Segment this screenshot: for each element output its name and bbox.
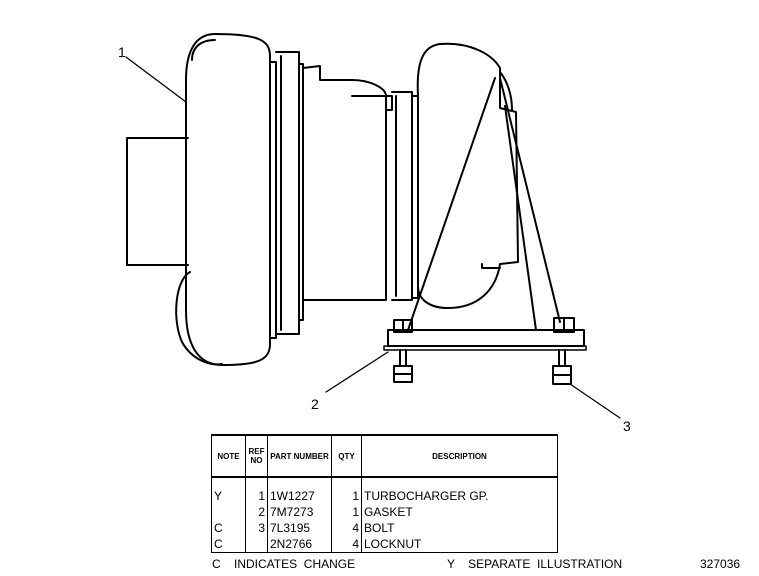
- callout-1: 1: [118, 44, 126, 60]
- cell-part-number: 7M7273: [267, 504, 332, 520]
- header-note: NOTE: [211, 434, 246, 478]
- header-ref-no: REF NO: [245, 434, 268, 478]
- cell-ref: 2: [245, 504, 268, 520]
- cell-qty: 4: [331, 536, 362, 553]
- cell-description: GASKET: [361, 504, 558, 520]
- cell-description: BOLT: [361, 520, 558, 536]
- legend-separate-illustration: Y SEPARATE ILLUSTRATION: [447, 557, 623, 571]
- turbine-flange: [385, 91, 419, 301]
- cell-part-number: 1W1227: [267, 477, 332, 504]
- center-housing: [302, 65, 387, 301]
- figure-number: 327036: [700, 557, 741, 571]
- header-qty: QTY: [331, 434, 362, 478]
- cell-ref: [245, 536, 268, 553]
- cell-ref: 3: [245, 520, 268, 536]
- cell-note: [211, 504, 246, 520]
- cell-qty: 1: [331, 477, 362, 504]
- cell-part-number: 7L3195: [267, 520, 332, 536]
- header-part-number: PART NUMBER: [267, 434, 332, 478]
- compressor-housing: [185, 33, 271, 366]
- support-bracket: [407, 77, 561, 331]
- header-description: DESCRIPTION: [361, 434, 558, 478]
- cell-description: LOCKNUT: [361, 536, 558, 553]
- cell-note: C: [211, 536, 246, 553]
- parts-table: NOTE REF NO PART NUMBER QTY DESCRIPTION …: [211, 434, 558, 553]
- table-row: C 2N2766 4 LOCKNUT: [211, 536, 558, 553]
- flange-rings: [269, 51, 304, 339]
- legend-change: C INDICATES CHANGE: [212, 557, 356, 571]
- lower-housing-bulge: [175, 271, 223, 366]
- cell-note: Y: [211, 477, 246, 504]
- turbocharger-illustration: [125, 33, 621, 419]
- table-header-row: NOTE REF NO PART NUMBER QTY DESCRIPTION: [211, 434, 558, 478]
- turbine-housing: [416, 42, 519, 309]
- mounting-plate: [383, 329, 587, 351]
- inlet-pipe: [126, 137, 189, 266]
- cell-qty: 4: [331, 520, 362, 536]
- callout-3: 3: [623, 418, 631, 434]
- callout-2: 2: [311, 396, 319, 412]
- bolt-left: [393, 319, 413, 383]
- cell-description: TURBOCHARGER GP.: [361, 477, 558, 504]
- bolt-right: [552, 317, 575, 385]
- table-row: Y 1 1W1227 1 TURBOCHARGER GP.: [211, 477, 558, 504]
- table-row: C 3 7L3195 4 BOLT: [211, 520, 558, 536]
- cell-qty: 1: [331, 504, 362, 520]
- cell-note: C: [211, 520, 246, 536]
- cell-part-number: 2N2766: [267, 536, 332, 553]
- table-row: 2 7M7273 1 GASKET: [211, 504, 558, 520]
- leader-lines: [125, 56, 621, 419]
- cell-ref: 1: [245, 477, 268, 504]
